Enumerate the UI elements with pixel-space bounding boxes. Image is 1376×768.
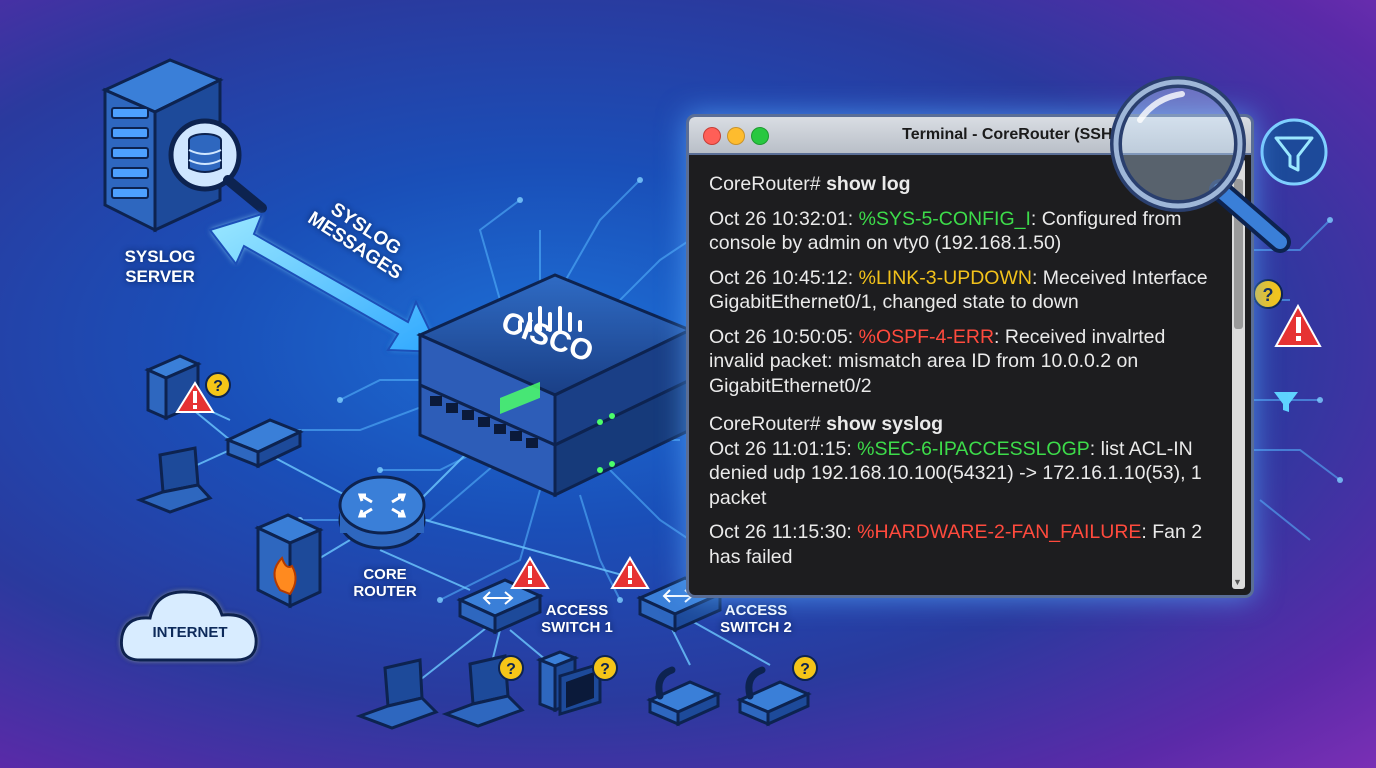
terminal-title: Terminal - CoreRouter (SSH) xyxy=(902,126,1118,143)
terminal-titlebar[interactable]: Terminal - CoreRouter (SSH) xyxy=(689,117,1251,155)
laptop-icon xyxy=(135,446,213,514)
scroll-thumb[interactable] xyxy=(1234,179,1243,329)
log-message: : list ACL-IN denied udp 192.168.10.100(… xyxy=(709,437,1202,509)
router-icon xyxy=(338,475,426,550)
access-switch-2-label-line1: ACCESS xyxy=(724,602,788,619)
svg-text:?: ? xyxy=(600,661,610,678)
desktop-icon xyxy=(535,650,602,717)
laptop-icon xyxy=(441,654,525,728)
log-entry: Oct 26 10:50:05: %OSPF-4-ERR: Received i… xyxy=(709,325,1214,399)
log-code: %HARDWARE-2-FAN_FAILURE xyxy=(857,521,1142,543)
firewall-icon xyxy=(254,513,324,609)
command: show syslog xyxy=(826,413,944,435)
question-icon: ? xyxy=(1253,279,1283,309)
filter-icon xyxy=(1274,392,1298,412)
access-switch-1-label-line2: SWITCH 1 xyxy=(541,619,613,637)
scroll-down-icon[interactable]: ▼ xyxy=(1233,577,1242,587)
warning-icon xyxy=(610,556,650,589)
log-entry: Oct 26 10:45:12: %LINK-3-UPDOWN: Meceive… xyxy=(709,266,1214,315)
log-message: : Received invalrted invalid packet: mis… xyxy=(709,325,1166,397)
access-switch-1-label-line1: ACCESS xyxy=(545,602,609,619)
ip-phone-icon xyxy=(646,666,722,727)
log-entries: Oct 26 11:01:15: %SEC-6-IPACCESSLOGP: li… xyxy=(709,437,1214,570)
log-code: %SEC-6-IPACCESSLOGP xyxy=(857,437,1090,460)
laptop-icon xyxy=(355,658,439,730)
access-switch-1-label: ACCESS SWITCH 1 xyxy=(535,602,619,637)
question-icon: ? xyxy=(792,655,818,681)
question-icon: ? xyxy=(205,372,231,398)
access-switch-2-label: ACCESS SWITCH 2 xyxy=(714,602,798,637)
svg-text:?: ? xyxy=(1263,285,1274,305)
log-timestamp: Oct 26 10:50:05: xyxy=(709,325,859,348)
command-line-2: CoreRouter# show syslog xyxy=(709,412,1214,437)
question-icon: ? xyxy=(592,655,618,681)
prompt: CoreRouter# xyxy=(709,413,821,435)
warning-icon xyxy=(175,381,215,413)
close-button[interactable] xyxy=(703,127,721,145)
switch-icon xyxy=(224,418,304,469)
log-entry: Oct 26 10:32:01: %SYS-5-CONFIG_I: Config… xyxy=(709,207,1214,256)
log-message: : Meceived Interface GigabitEthernet0/1,… xyxy=(709,266,1208,314)
access-switch-1-icon xyxy=(456,578,544,635)
log-timestamp: Oct 26 11:15:30: xyxy=(709,521,858,543)
core-router-label-line2: ROUTER xyxy=(353,583,417,601)
terminal-window[interactable]: Terminal - CoreRouter (SSH) CoreRouter# … xyxy=(686,114,1254,598)
command: show log xyxy=(826,173,911,195)
log-code: %LINK-3-UPDOWN xyxy=(858,266,1032,289)
log-message: : Fan 2 has failed xyxy=(709,521,1203,568)
log-entries: Oct 26 10:32:01: %SYS-5-CONFIG_I: Config… xyxy=(709,207,1214,399)
syslog-server-label-line1: SYSLOG xyxy=(124,247,196,266)
svg-text:?: ? xyxy=(800,661,810,678)
cisco-switch xyxy=(416,273,694,498)
ip-phone-icon xyxy=(736,666,812,727)
terminal-output[interactable]: CoreRouter# show log Oct 26 10:32:01: %S… xyxy=(709,172,1214,579)
command-line-1: CoreRouter# show log xyxy=(709,172,1214,197)
log-timestamp: Oct 26 10:45:12: xyxy=(709,266,859,289)
log-entry: Oct 26 11:15:30: %HARDWARE-2-FAN_FAILURE… xyxy=(709,520,1214,569)
log-code: %SYS-5-CONFIG_I xyxy=(858,207,1031,230)
log-timestamp: Oct 26 11:01:15: xyxy=(709,437,858,460)
svg-text:?: ? xyxy=(506,661,516,678)
magnifier-icon xyxy=(1110,76,1291,253)
maximize-button[interactable] xyxy=(751,127,769,145)
warning-icon xyxy=(1274,303,1322,347)
internet-label: INTERNET xyxy=(152,624,228,641)
filter-icon xyxy=(1260,118,1328,186)
prompt: CoreRouter# xyxy=(709,173,821,195)
minimize-button[interactable] xyxy=(727,127,745,145)
access-switch-2-label-line2: SWITCH 2 xyxy=(720,619,792,637)
syslog-server-label: SYSLOG SERVER xyxy=(112,247,208,286)
core-router-label-line1: CORE xyxy=(363,566,407,583)
warning-icon xyxy=(510,556,550,589)
log-message: : Configured from console by admin on vt… xyxy=(709,207,1182,255)
log-code: %OSPF-4-ERR xyxy=(858,325,995,348)
core-router-label: CORE ROUTER xyxy=(345,566,425,601)
cloud-icon xyxy=(119,590,258,662)
syslog-server-label-line2: SERVER xyxy=(125,266,195,286)
question-icon: ? xyxy=(498,655,524,681)
database-search-icon xyxy=(168,118,267,213)
log-timestamp: Oct 26 10:32:01: xyxy=(709,207,859,230)
svg-text:?: ? xyxy=(213,378,223,395)
log-entry: Oct 26 11:01:15: %SEC-6-IPACCESSLOGP: li… xyxy=(709,437,1214,511)
